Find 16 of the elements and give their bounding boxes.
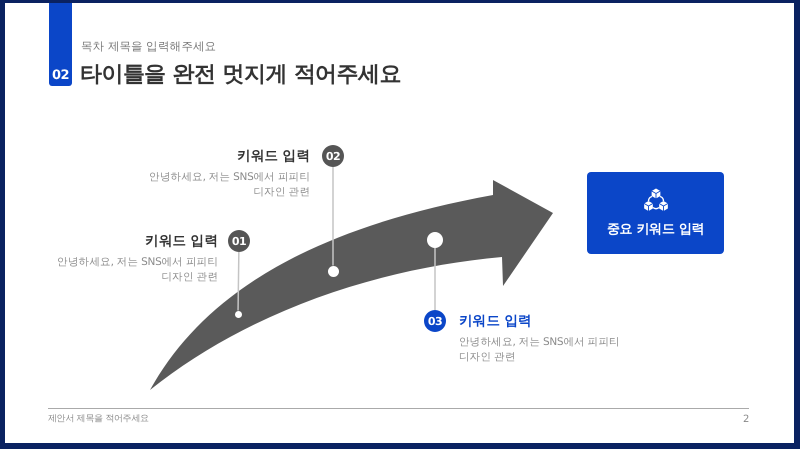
step-description: 안녕하세요, 저는 SNS에서 피피티 디자인 관련 [148, 170, 310, 199]
footer-text: 제안서 제목을 적어주세요 [48, 414, 149, 426]
card-title: 중요 키워드 입력 [606, 221, 706, 239]
step-heading: 키워드 입력 [459, 312, 533, 330]
leader-line [332, 167, 334, 266]
step-description: 안녕하세요, 저는 SNS에서 피피티 디자인 관련 [459, 335, 621, 364]
step-heading: 키워드 입력 [236, 147, 310, 165]
section-number-tab: 02 [49, 3, 72, 86]
section-subtitle: 목차 제목을 입력해주세요 [81, 39, 216, 54]
step-description: 안녕하세요, 저는 SNS에서 피피티 디자인 관련 [56, 255, 218, 284]
leader-line [434, 248, 436, 310]
slide-title: 타이틀을 완전 멋지게 적어주세요 [80, 61, 401, 89]
page-number: 2 [742, 413, 749, 426]
leader-line [237, 252, 240, 311]
keyword-card [587, 172, 724, 254]
step-heading: 키워드 입력 [144, 232, 218, 250]
